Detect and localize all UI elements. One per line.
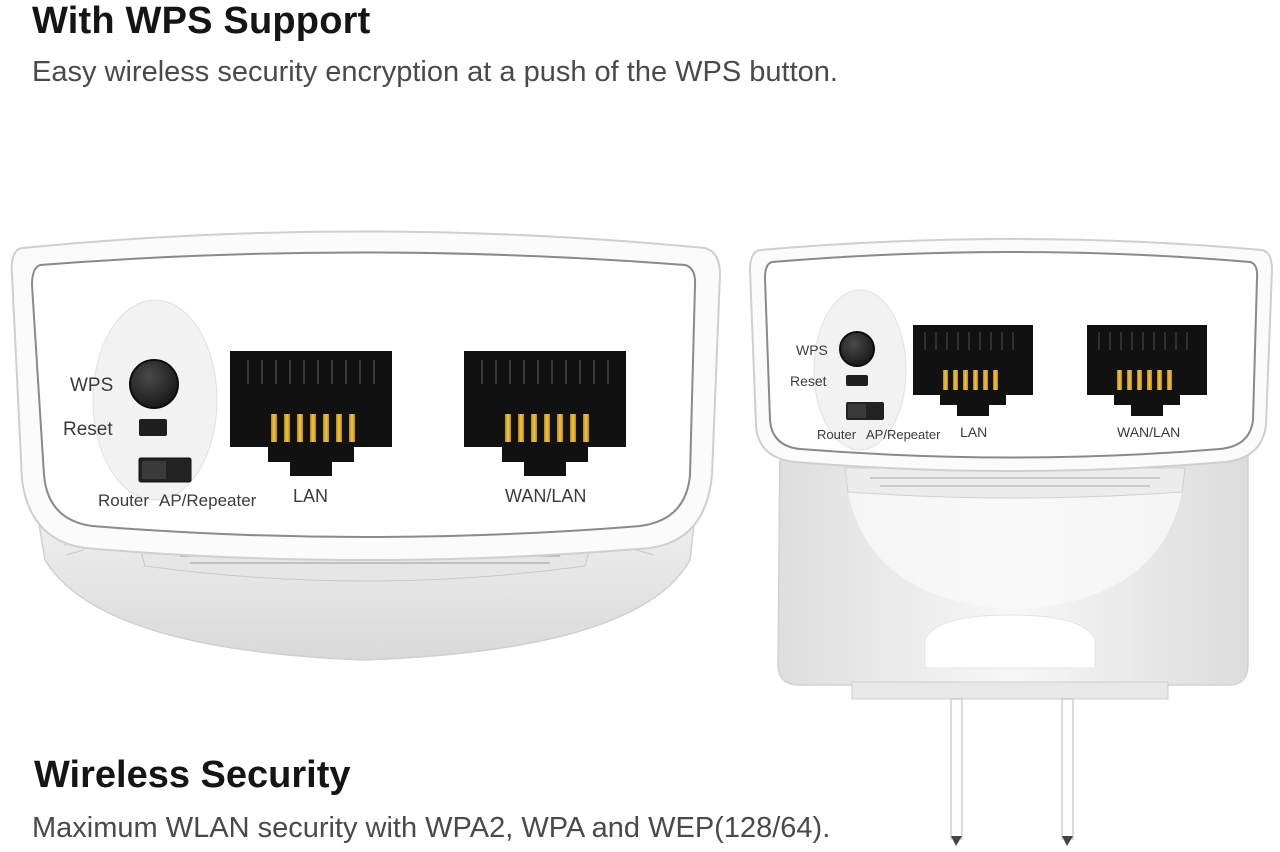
heading-wps-support: With WPS Support [32, 0, 371, 42]
label-wan-lan-left: WAN/LAN [505, 486, 586, 506]
reset-hole-right [846, 375, 868, 386]
label-wps-right: WPS [796, 342, 828, 358]
wps-button-left [129, 359, 179, 409]
heading-wireless-security: Wireless Security [34, 754, 351, 796]
label-router-left: Router [98, 491, 149, 510]
subtext-wps-support: Easy wireless security encryption at a p… [32, 56, 838, 88]
reset-hole-left [139, 419, 167, 436]
plug-prongs [950, 698, 1074, 846]
label-wps-left: WPS [70, 375, 113, 396]
device-right: WPS Reset Router AP/Repeater LAN WAN/LAN [748, 238, 1274, 846]
label-lan-right: LAN [960, 424, 987, 440]
lan-port-left [230, 351, 392, 476]
subtext-wireless-security: Maximum WLAN security with WPA2, WPA and… [32, 812, 831, 844]
label-wan-lan-right: WAN/LAN [1117, 424, 1180, 440]
label-lan-left: LAN [293, 486, 328, 506]
label-reset-left: Reset [63, 419, 113, 440]
wps-button-right [839, 331, 875, 367]
wan-lan-port-right [1087, 325, 1207, 416]
label-reset-right: Reset [790, 373, 827, 389]
label-router-right: Router [817, 427, 857, 442]
label-ap-repeater-left: AP/Repeater [159, 491, 257, 510]
label-ap-repeater-right: AP/Repeater [866, 427, 941, 442]
lan-port-right [913, 325, 1033, 416]
device-left: WPS Reset Router AP/Repeater LAN WAN/LAN [10, 230, 722, 661]
wan-lan-port-left [464, 351, 626, 476]
